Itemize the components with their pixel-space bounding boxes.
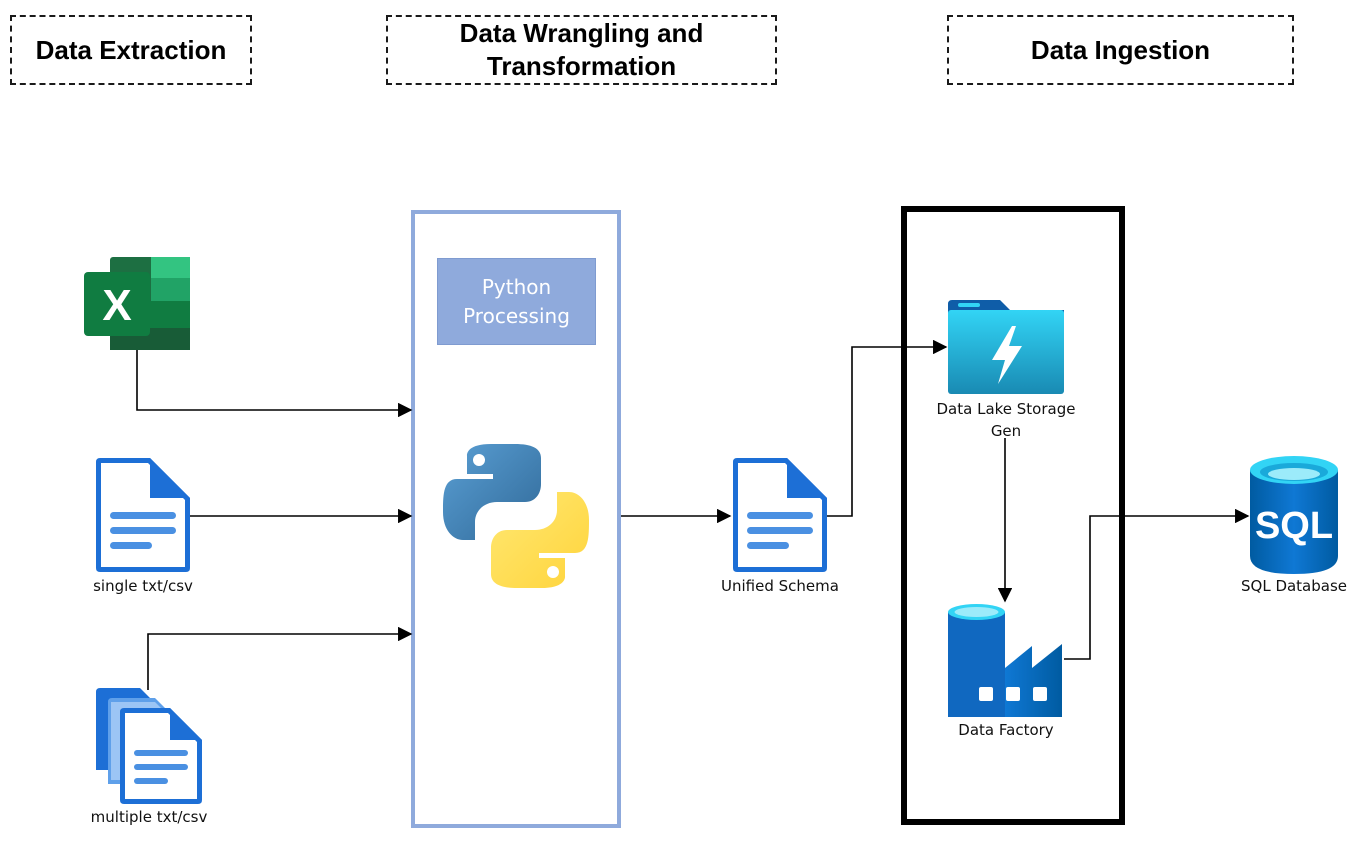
data-factory-label: Data Factory: [958, 721, 1054, 739]
stage-title: Data Ingestion: [1030, 34, 1211, 65]
sql-database-icon: SQL: [1250, 456, 1338, 574]
connector-schema-to-lake: [826, 339, 948, 517]
data-factory-icon: [948, 604, 1062, 717]
sql-icon-text: SQL: [1255, 505, 1333, 547]
multiple-files-label: multiple txt/csv: [90, 808, 208, 826]
documents-stack-icon: [96, 688, 202, 804]
document-icon: [733, 458, 827, 572]
excel-icon: X: [84, 257, 190, 350]
stage-title: Data Wrangling and Transformation: [459, 18, 704, 81]
unified-schema-label: Unified Schema: [721, 577, 839, 595]
data-lake-label: Data Lake Storage Gen: [936, 400, 1076, 440]
sql-database-label: SQL Database: [1240, 577, 1348, 595]
single-file-label: single txt/csv: [93, 577, 193, 595]
python-processing-box: Python Processing: [437, 258, 596, 345]
python-logo-icon: [443, 444, 589, 588]
connector-excel-to-python: [136, 350, 413, 418]
connector-factory-to-sql: [1064, 508, 1250, 660]
stage-data-ingestion: Data Ingestion: [947, 15, 1294, 85]
stage-title: Data Extraction: [35, 34, 227, 65]
stage-data-wrangling: Data Wrangling and Transformation: [386, 15, 777, 85]
python-panel: [411, 210, 621, 828]
connector-multiple-to-python: [147, 626, 413, 690]
document-icon: [96, 458, 190, 572]
stage-data-extraction: Data Extraction: [10, 15, 252, 85]
python-processing-label: Python Processing: [463, 274, 570, 328]
data-lake-storage-icon: [948, 300, 1064, 394]
excel-icon-letter: X: [102, 281, 131, 330]
